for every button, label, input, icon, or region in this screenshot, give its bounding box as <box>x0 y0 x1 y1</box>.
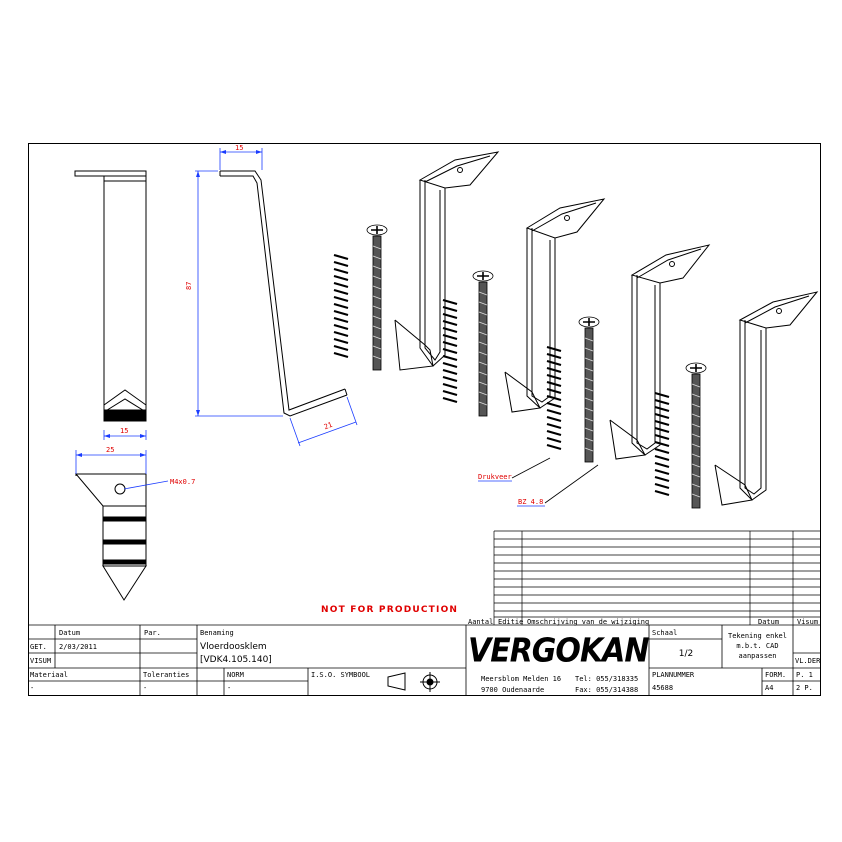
bottom-view <box>74 473 147 601</box>
formaat-value: A4 <box>765 684 774 692</box>
schaal-value: 1/2 <box>678 649 694 659</box>
toleranties-label: Toleranties <box>143 671 190 679</box>
rev-header-omschrijving: Omschrijving van de wijziging <box>527 618 650 626</box>
company-tel: Tel: 055/318335 <box>575 675 639 683</box>
not-for-production-stamp: NOT FOR PRODUCTION <box>321 605 459 615</box>
dimension-lines <box>75 148 358 490</box>
plannummer-value: 45688 <box>652 684 674 692</box>
page-number: P. 1 <box>796 671 813 679</box>
benaming-header: Benaming <box>200 629 234 637</box>
note-line-1: Tekening enkel <box>727 632 787 640</box>
springs <box>333 253 670 497</box>
screw-2 <box>472 270 494 417</box>
screw-1 <box>366 224 388 371</box>
callout-underlines <box>478 480 545 507</box>
screw-3 <box>578 316 600 463</box>
page-count: 2 P. <box>796 684 813 692</box>
get-label: GET. <box>30 643 47 651</box>
sheet-border <box>28 143 821 696</box>
assembly-views <box>394 151 819 506</box>
iso-symbol-label: I.S.O. SYMBOOL <box>311 671 371 679</box>
bracket-2 <box>504 198 606 413</box>
screws <box>366 224 707 509</box>
dimension-15-top: 15 <box>235 144 244 152</box>
company-logo: VERGOKAN <box>468 632 650 671</box>
dimension-25: 25 <box>106 446 115 454</box>
bracket-4 <box>714 291 819 506</box>
formaat-label: FORM. <box>765 671 787 679</box>
spring-1 <box>333 253 349 359</box>
dimension-87: 87 <box>185 281 193 290</box>
side-profile <box>219 170 348 417</box>
title-block-grid <box>28 624 820 696</box>
par-header: Par. <box>144 629 161 637</box>
materiaal-label: Materiaal <box>30 671 68 679</box>
vlder-label: VL.DER <box>795 657 821 665</box>
norm-label: NORM <box>227 671 244 679</box>
dimension-15-bottom: 15 <box>120 427 129 435</box>
spring-3 <box>546 345 562 451</box>
rev-header-datum: Datum <box>758 618 780 626</box>
visum-label: VISUM <box>30 657 52 665</box>
plannummer-label: PLANNUMMER <box>652 671 695 679</box>
bracket-3 <box>609 244 711 460</box>
screw-4 <box>685 362 707 509</box>
rev-header-editie: Editie <box>498 618 524 626</box>
bracket-1 <box>394 151 500 371</box>
materiaal-value: - <box>30 684 35 692</box>
drawing-code: [VDK4.105.140] <box>200 655 272 665</box>
front-view <box>74 170 147 422</box>
company-fax: Fax: 055/314388 <box>575 686 639 694</box>
datum-header: Datum <box>59 629 81 637</box>
drawing-title: Vloerdoosklem <box>200 642 267 652</box>
rev-header-aantal: Aantal <box>468 618 494 626</box>
iso-projection-symbol <box>387 672 440 692</box>
revision-table <box>493 530 820 625</box>
note-line-3: aanpassen <box>738 652 777 660</box>
dimension-arrows <box>76 150 262 457</box>
screw-callout: BZ 4.8 <box>518 498 544 506</box>
company-city: 9700 Oudenaarde <box>481 686 545 694</box>
note-line-2: m.b.t. CAD <box>736 642 779 650</box>
rev-header-visum: Visum <box>797 618 819 626</box>
toleranties-value: - <box>143 684 148 692</box>
spring-2 <box>442 298 458 404</box>
norm-value: - <box>227 684 232 692</box>
hole-thread-label: M4x0.7 <box>170 478 196 486</box>
spring-4 <box>654 391 670 497</box>
company-street: Meersblom Melden 16 <box>481 675 562 683</box>
get-date: 2/03/2011 <box>59 643 97 651</box>
spring-callout: Drukveer <box>478 473 512 481</box>
schaal-label: Schaal <box>652 629 678 637</box>
callout-leaders <box>511 457 599 504</box>
